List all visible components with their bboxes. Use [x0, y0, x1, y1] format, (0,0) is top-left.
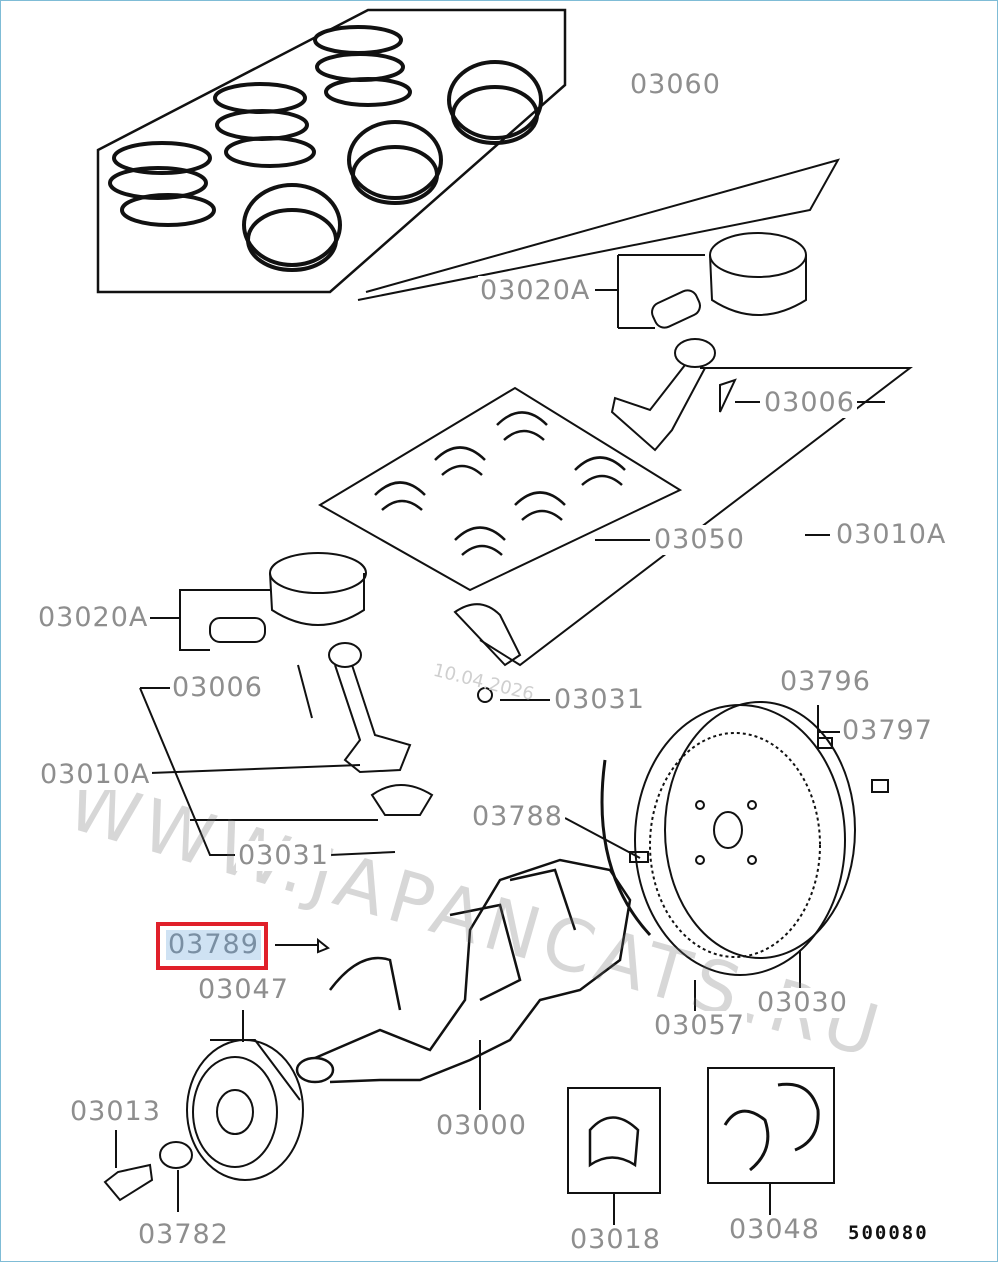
crank-pulley[interactable] [186, 1039, 304, 1181]
part-label-03010A-right[interactable]: 03010A [834, 519, 949, 550]
piston-upper[interactable] [649, 232, 807, 331]
part-label-03031-right[interactable]: 03031 [552, 684, 647, 715]
part-label-03047[interactable]: 03047 [196, 974, 291, 1005]
part-label-03788[interactable]: 03788 [470, 801, 565, 832]
connecting-rod-upper[interactable] [610, 338, 737, 452]
part-label-03060[interactable]: 03060 [628, 69, 723, 100]
connecting-rod-lower[interactable] [297, 642, 434, 816]
part-label-03789[interactable]: 03789 [166, 929, 261, 960]
part-label-03050[interactable]: 03050 [652, 524, 747, 555]
highlight-box [156, 922, 268, 970]
piston-lower[interactable] [209, 552, 367, 643]
part-label-03030[interactable]: 03030 [755, 987, 850, 1018]
flywheel[interactable] [634, 701, 856, 976]
part-label-03057[interactable]: 03057 [652, 1010, 747, 1041]
part-label-03013[interactable]: 03013 [68, 1096, 163, 1127]
part-label-03020A-left[interactable]: 03020A [36, 602, 151, 633]
part-label-03048[interactable]: 03048 [727, 1214, 822, 1245]
part-label-03010A-left[interactable]: 03010A [38, 759, 153, 790]
part-label-03797[interactable]: 03797 [840, 715, 935, 746]
part-label-03782[interactable]: 03782 [136, 1219, 231, 1250]
part-label-03006-top[interactable]: 03006 [762, 387, 857, 418]
part-label-03796[interactable]: 03796 [778, 666, 873, 697]
part-label-03018[interactable]: 03018 [568, 1224, 663, 1255]
diagram-code: 500080 [848, 1222, 929, 1244]
thrust-bearing[interactable] [588, 1116, 640, 1168]
piston-ring-set[interactable] [96, 8, 567, 294]
part-label-03006-left[interactable]: 03006 [170, 672, 265, 703]
crankshaft[interactable] [295, 858, 632, 1084]
thrust-washers[interactable] [723, 1082, 820, 1172]
part-label-03031-left[interactable]: 03031 [236, 840, 331, 871]
part-label-03020A-top[interactable]: 03020A [478, 275, 593, 306]
bearing-shells[interactable] [374, 411, 626, 556]
part-label-03000[interactable]: 03000 [434, 1110, 529, 1141]
pulley-bolt[interactable] [103, 1163, 154, 1202]
